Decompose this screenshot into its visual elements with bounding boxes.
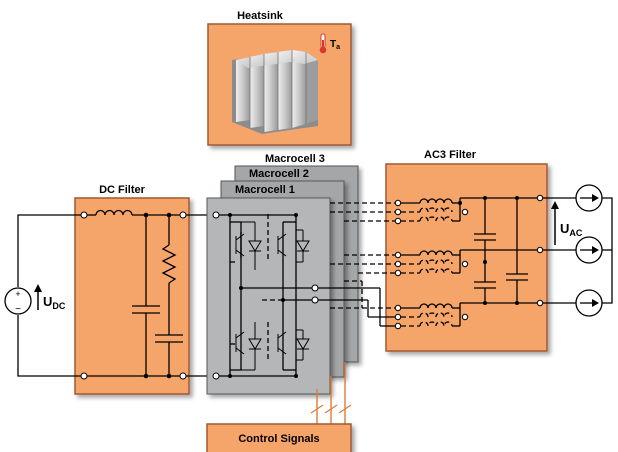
current-source-icon — [575, 289, 603, 317]
svg-text:−: − — [15, 304, 21, 315]
dc-voltage-source: + − — [4, 287, 32, 315]
ac-current-sources — [543, 184, 613, 317]
ac-filter-title: AC3 Filter — [424, 149, 477, 161]
heatsink-block: Ta — [207, 23, 352, 146]
thermometer-icon — [319, 33, 327, 54]
ac-filter-block — [385, 163, 548, 352]
control-signals-label: Control Signals — [238, 433, 319, 445]
ac-phase-b — [394, 250, 469, 277]
svg-text:+: + — [15, 289, 20, 299]
inverter-bridge — [212, 211, 319, 380]
heatsink-icon — [232, 50, 318, 134]
control-signal-lines — [310, 362, 352, 425]
inverter-output-bus — [318, 202, 395, 327]
macrocell-2-label: Macrocell 2 — [249, 168, 309, 180]
ac-voltage-label: UAC — [560, 221, 583, 238]
dc-negative-wire — [17, 315, 81, 377]
macrocell-3-label: Macrocell 3 — [265, 153, 325, 165]
current-source-icon — [575, 236, 603, 264]
control-signals-block: Control Signals — [206, 423, 352, 452]
macrocell-1-block — [206, 197, 331, 395]
current-source-icon — [575, 184, 603, 212]
dc-voltage-label: UDC — [43, 294, 66, 311]
ac-phase-a — [394, 198, 469, 225]
macrocell-1-label: Macrocell 1 — [235, 184, 295, 196]
dc-voltage-arrow — [34, 284, 42, 310]
ac-phase-c — [394, 303, 469, 330]
dc-filter-title: DC Filter — [99, 184, 146, 196]
heatsink-title: Heatsink — [237, 10, 284, 22]
ac-voltage-arrow — [551, 201, 559, 245]
ambient-temp-label: Ta — [330, 39, 340, 51]
dc-positive-wire — [17, 214, 81, 287]
dc-filter-block — [74, 197, 190, 395]
